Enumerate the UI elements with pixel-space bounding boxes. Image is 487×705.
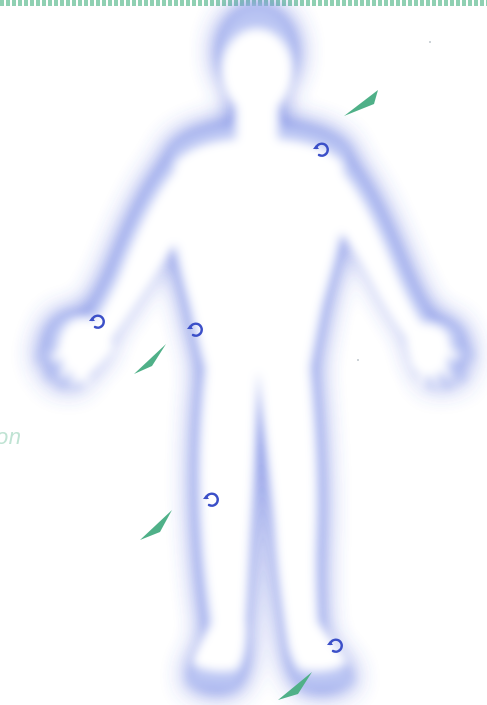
hip-pointer-icon [134, 344, 166, 374]
speck [429, 41, 431, 43]
body-silhouette [53, 28, 457, 671]
speck [357, 359, 359, 361]
shoulder-pointer-icon [344, 90, 378, 116]
knee-pointer-icon [140, 510, 172, 540]
